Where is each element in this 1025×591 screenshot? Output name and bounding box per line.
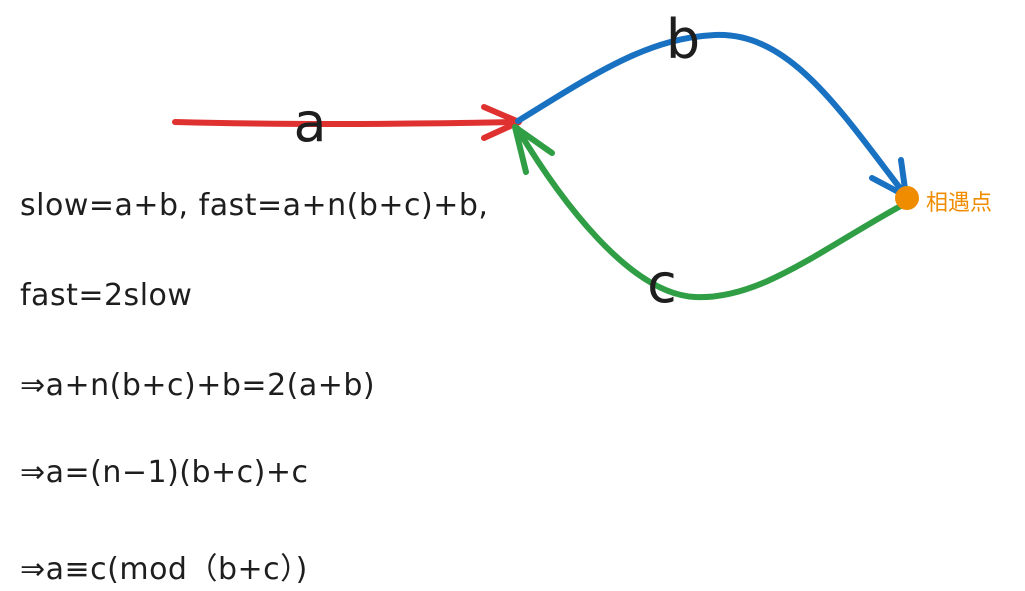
- meeting-point-label: 相遇点: [926, 191, 993, 216]
- path-b: [515, 31, 909, 199]
- meeting-point-dot: [895, 186, 919, 210]
- equation-line-1: slow=a+b, fast=a+n(b+c)+b,: [20, 188, 489, 223]
- equation-line-3: ⇒a+n(b+c)+b=2(a+b): [20, 368, 376, 403]
- path-c: [514, 125, 909, 301]
- equation-line-2: fast=2slow: [20, 278, 193, 313]
- label-a: a: [293, 91, 326, 154]
- label-b: b: [666, 8, 700, 71]
- path-c-arrowhead: [512, 124, 555, 175]
- equation-line-4: ⇒a=(n−1)(b+c)+c: [20, 455, 309, 490]
- path-a: [172, 119, 521, 127]
- label-c: c: [647, 252, 677, 315]
- equation-line-5: ⇒a≡c(mod（b+c）): [20, 552, 308, 587]
